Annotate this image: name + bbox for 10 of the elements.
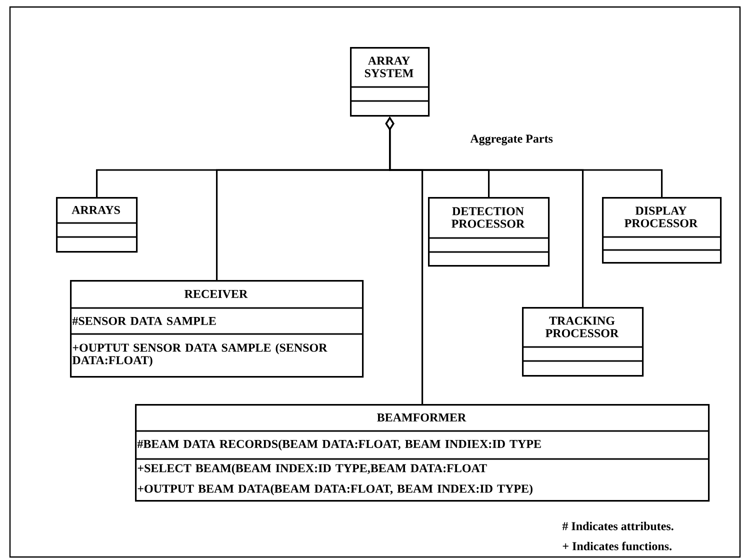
relationship-label: Aggregate Parts: [470, 134, 553, 146]
class-box: BEAMFORMER #BEAM DATA RECORDS(BEAM DATA:FLOAT, BEAM INDIEX:ID TYPE +SELECT BEAM(BEAM INDEX:ID TYPE,BEAM DATA:FLOAT +OUTPUT BEAM DATA(BEAM DATA:FLOAT, BEAM INDEX:ID TYPE): [135, 404, 710, 502]
class-box: ARRAY SYSTEM: [350, 47, 430, 117]
class-box: TRACKING PROCESSOR: [522, 307, 644, 377]
class-box: DISPLAY PROCESSOR: [602, 197, 722, 264]
class-box: ARRAYS: [56, 197, 138, 253]
class-box: DETECTION PROCESSOR: [428, 197, 550, 267]
class-box: RECEIVER #SENSOR DATA SAMPLE +OUPTUT SENSOR DATA SAMPLE (SENSOR DATA:FLOAT): [70, 280, 364, 378]
note: # Indicates attributes.: [562, 522, 674, 530]
note: + Indicates functions.: [562, 542, 672, 550]
